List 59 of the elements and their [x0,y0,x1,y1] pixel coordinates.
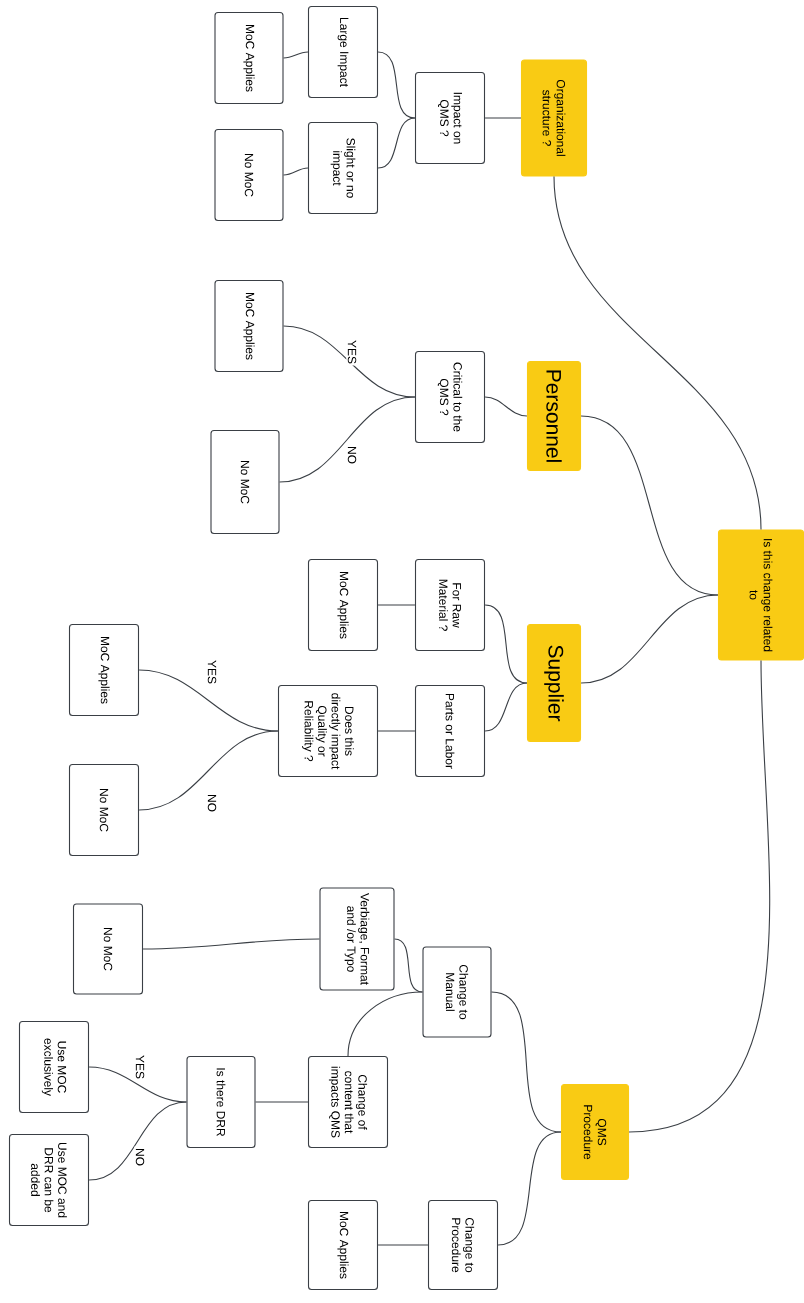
process-box: MoC Applies [68,623,140,717]
process-box: Slight or no impact [307,121,379,215]
process-box: Critical to the QMS ? [414,350,486,444]
connector [377,604,416,606]
process-box: For Raw Material ? [414,558,486,652]
edge-label: NO [206,792,218,814]
process-box: MoC Applies [214,11,284,105]
process-box: Is there DRR [186,1055,256,1149]
connector [484,117,522,119]
process-box: MoC Applies [214,279,284,373]
process-box: No MoC [214,128,284,222]
connector [377,730,416,732]
connector [484,396,528,417]
process-box: MoC Applies [307,558,379,652]
connector [283,325,416,398]
decision-box: Personnel [526,360,582,472]
process-box: Parts or Labor [414,684,486,778]
connector [580,594,719,684]
connector [88,1066,187,1103]
connector [491,991,562,1133]
connector [377,117,416,169]
process-box: Use MOC and DRR can be added [8,1133,90,1227]
connector [279,396,416,483]
connector [138,730,279,811]
decision-box: QMS Procedure [560,1083,630,1181]
process-box: Impact on QMS ? [414,71,486,165]
connector [255,1101,309,1103]
process-box: Change to Manual [422,946,492,1038]
connector [377,1244,429,1246]
process-box: No MoC [210,429,280,535]
process-box: Use MOC exclusively [18,1020,90,1114]
edge-label: YES [346,338,358,366]
connector [142,938,320,950]
edge-label: YES [134,1053,146,1081]
connector [283,51,309,59]
process-box: No MoC [72,903,144,995]
decision-box: Supplier [526,623,582,743]
connector [553,176,762,530]
edge-label: NO [346,444,358,466]
connector [283,167,309,176]
connector [484,682,528,732]
process-box: Verbiage, Format and /or Typo [319,887,395,991]
process-box: No MoC [68,763,140,857]
connector [484,604,528,684]
edge-label: YES [206,658,218,686]
connector [497,1131,562,1246]
edge-label: NO [134,1146,146,1168]
connector [628,660,771,1133]
process-box: Does this directly impact Quality or Reliability ? [277,684,379,778]
connector [88,1101,187,1181]
decision-box: Organizational structure ? [520,59,588,177]
process-box: Change of content that impacts QMS [307,1055,389,1149]
process-box: Large Impact [307,5,379,99]
connector [580,415,719,596]
connector [377,51,416,119]
connector [347,991,423,1057]
decision-box: Is this change related to [717,529,804,661]
process-box: Change to Procedure [427,1199,499,1291]
process-box: MoC Applies [307,1199,379,1291]
